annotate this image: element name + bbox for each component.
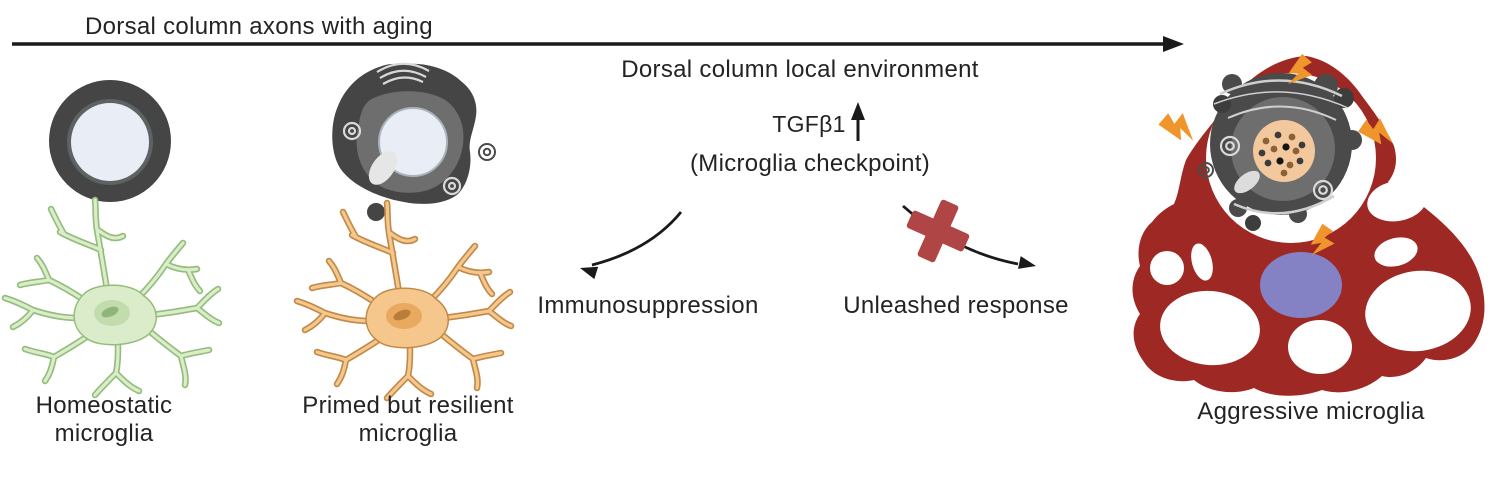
homeostatic-microglia-label: Homeostatic microglia [36,392,173,448]
debris-swirls [1219,135,1334,201]
homeostatic-label-line1: Homeostatic [35,392,173,419]
primed-microglia-cell [297,203,511,398]
aggressive-microglia-label: Aggressive microglia [1197,398,1425,425]
homeostatic-microglia-cell [5,200,219,395]
checkpoint-note: (Microglia checkpoint) [689,150,931,177]
aging-axis-label: Dorsal column axons with aging [85,13,433,40]
myelin-whorl-lines [1213,79,1349,215]
primed-label-line2: microglia [358,420,458,447]
immunosuppression-arrow [580,211,683,280]
myelin-decompaction-swirls [342,62,462,196]
immunosuppression-label: Immunosuppression [537,292,759,319]
homeostatic-label-line2: microglia [54,420,154,447]
blocked-cross-icon [906,199,970,263]
primed-label-line1: Primed but resilient [302,392,514,419]
outer-swirl [478,143,496,161]
up-arrow-icon [851,102,865,141]
right-arrow-icon [1163,36,1184,52]
primed-microglia-label: Primed but resilient microglia [302,392,513,448]
tgfb1-label: TGFβ1 [772,111,846,137]
outer-debris-swirl [1198,162,1214,178]
unleashed-response-label: Unleashed response [843,292,1069,319]
aging-axis-arrow [12,36,1184,52]
aggressive-microglia-cell [1132,51,1485,396]
aged-axon-cross-section [332,62,496,221]
microglia-nucleus [1260,252,1342,318]
healthy-axon-cross-section [49,80,171,202]
environment-title: Dorsal column local environment [621,56,979,83]
degenerating-axon [1198,73,1362,231]
axoplasm-granules [1258,131,1306,177]
